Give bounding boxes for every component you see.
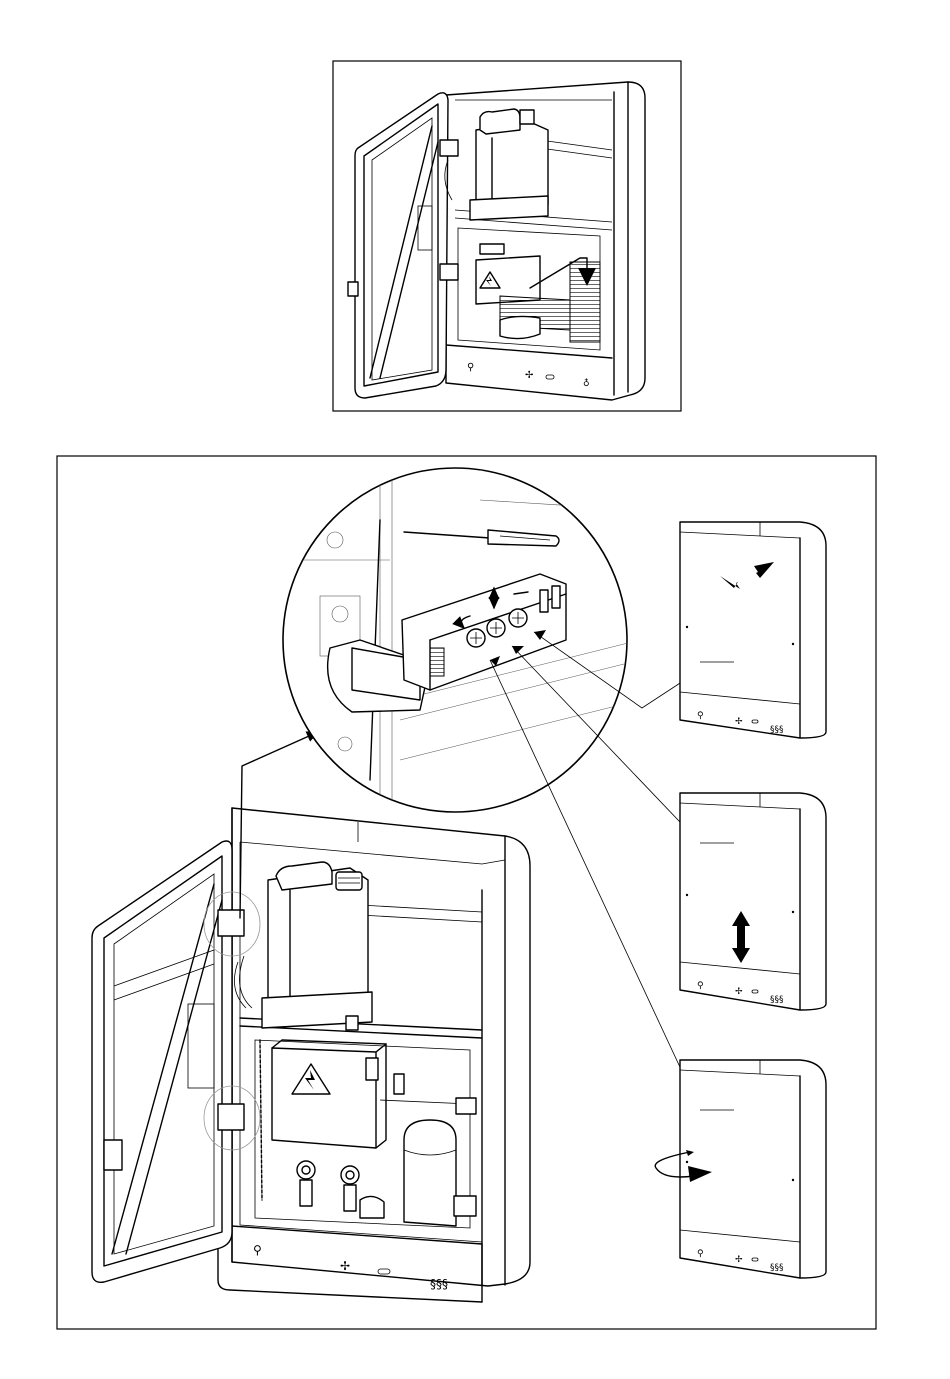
fan-icon: ✢ [735,1255,743,1265]
main-filter [404,1120,456,1226]
main-label-plate [454,1196,476,1216]
fan-icon: ✢ [735,717,743,727]
heat-icon: §§§ [430,1277,448,1291]
fan-icon: ✢ [340,1259,350,1273]
heat-icon: §§§ [770,1263,784,1273]
faucet-icon: ⚲ [253,1243,262,1257]
top-canister [470,109,548,220]
small-cabinet-lateral: ⚲ ✢ §§§ [680,522,826,738]
faucet-icon: ⚲ [697,981,704,991]
heat-icon: §§§ [770,995,784,1005]
small-cabinet-depth: ⚲ ✢ §§§ [655,1060,826,1278]
main-electric-box [272,1040,386,1148]
faucet-icon: ⚲ [697,1249,704,1259]
main-cabinet: ⚲ ✢ §§§ [218,808,530,1302]
top-cabinet: ⚲ ✢ ♁ [348,82,645,400]
main-canister [262,862,372,1030]
small-cabinet-height: ⚲ ✢ §§§ [680,793,826,1010]
faucet-icon: ⚲ [697,711,704,721]
fan-icon: ✢ [525,370,533,381]
heat-icon: §§§ [770,725,784,735]
lower-hinge [218,1104,244,1130]
fan-icon: ✢ [735,987,743,997]
drop-icon: ♁ [583,378,590,389]
faucet-icon: ⚲ [467,362,474,373]
